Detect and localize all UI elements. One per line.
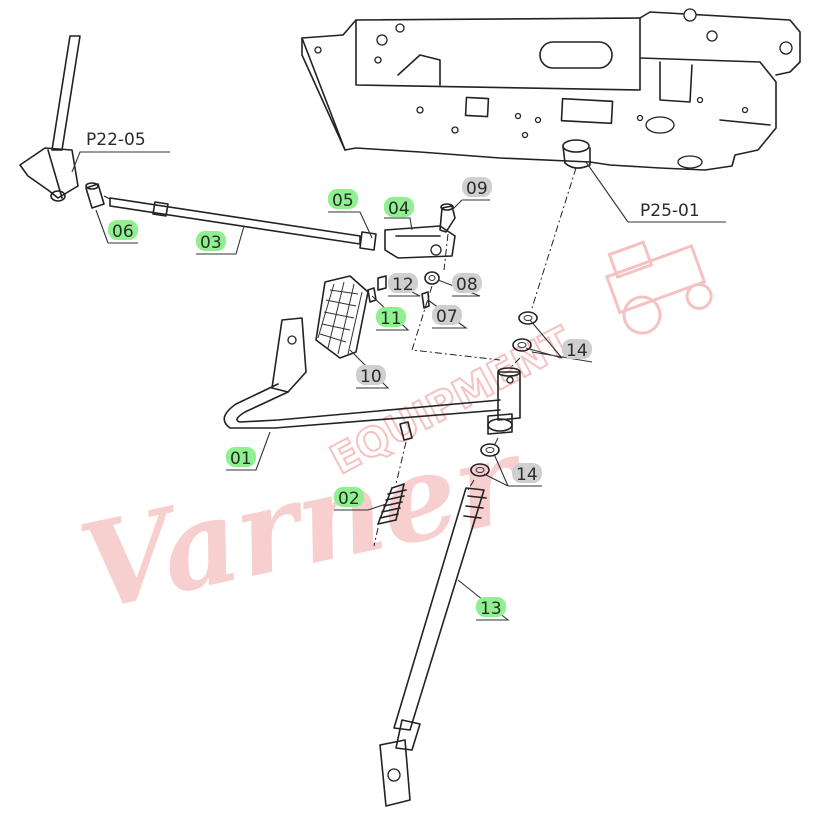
callout-10: 10 (360, 367, 382, 387)
highlight-08 (452, 273, 482, 293)
callout-14-upper: 14 (566, 341, 588, 361)
callout-05: 05 (332, 191, 354, 211)
callout-03: 03 (200, 233, 222, 253)
pedal-pad-10 (315, 275, 369, 359)
callout-02: 02 (338, 489, 360, 509)
rod-03 (109, 197, 377, 251)
washer-08 (424, 271, 440, 285)
callout-07: 07 (436, 307, 458, 327)
highlight-12 (388, 273, 418, 293)
washers-14-upper (512, 311, 538, 352)
highlight-13 (476, 597, 506, 617)
highlight-14b (512, 463, 542, 483)
highlight-10 (356, 365, 386, 385)
callout-p22-05: P22-05 (86, 130, 146, 150)
highlight-06 (108, 220, 138, 240)
upper-shaft (19, 35, 81, 202)
spring-02 (377, 421, 413, 525)
callout-13: 13 (480, 599, 502, 619)
callout-p25-01: P25-01 (640, 201, 700, 221)
leader-lines (71, 151, 726, 621)
bolt-12 (377, 275, 387, 291)
callout-04: 04 (388, 199, 410, 219)
highlight-09 (462, 177, 492, 197)
highlight-14a (562, 339, 592, 359)
highlight-07 (432, 305, 462, 325)
callouts: P22-05 P25-01 06 03 05 04 09 12 08 11 07… (86, 130, 700, 619)
highlight-03 (196, 231, 226, 251)
shaft-13 (379, 487, 487, 807)
watermark-script: Varner (69, 408, 538, 638)
cotter-07 (421, 291, 430, 309)
axis-lines (103, 167, 577, 547)
highlight-11 (376, 307, 406, 327)
frame-boss (562, 139, 591, 169)
callout-14-lower: 14 (516, 465, 538, 485)
callout-11: 11 (380, 309, 402, 329)
callout-12: 12 (392, 275, 414, 295)
highlight-01 (226, 447, 256, 467)
highlight-04 (384, 197, 414, 217)
pin-09 (439, 203, 456, 233)
bolt-11 (367, 287, 377, 303)
frame-chassis (301, 8, 801, 171)
callout-01: 01 (230, 449, 252, 469)
pedal-lever-01 (223, 317, 521, 435)
highlight-02 (334, 487, 364, 507)
callout-08: 08 (456, 275, 478, 295)
washers-14-lower (470, 443, 500, 477)
pin-06 (85, 182, 105, 209)
highlight-05 (328, 189, 358, 209)
tractor-watermark-icon (604, 240, 713, 335)
callout-09: 09 (466, 179, 488, 199)
callout-06: 06 (112, 222, 134, 242)
